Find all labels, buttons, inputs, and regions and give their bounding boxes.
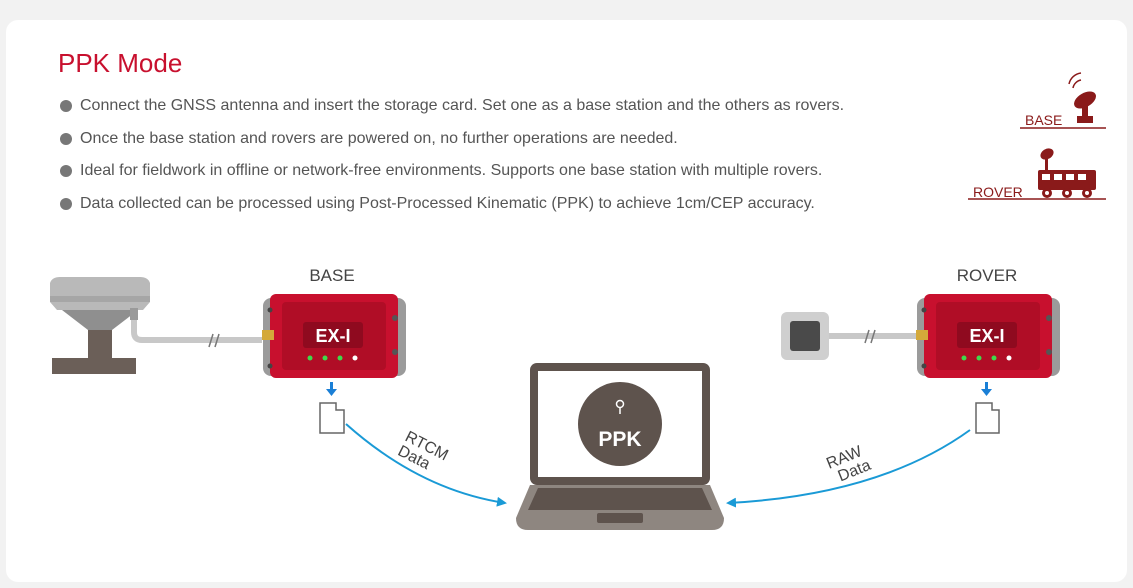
base-device-icon: EX-I: [262, 294, 406, 378]
base-label: BASE: [309, 266, 354, 285]
legend-rover-label: ROVER: [973, 184, 1023, 200]
legend-base-icon: BASE: [1020, 72, 1106, 129]
bullet-text: Connect the GNSS antenna and insert the …: [80, 97, 845, 114]
bullet-item: Data collected can be processed using Po…: [60, 192, 844, 225]
laptop-icon: PPK: [516, 363, 724, 530]
raw-data-arrow: [726, 429, 971, 508]
bullet-text: Data collected can be processed using Po…: [80, 195, 815, 213]
legend-base-label: BASE: [1025, 112, 1062, 128]
bullet-dot-icon: [60, 132, 72, 145]
rover-sd-card-icon: [975, 402, 1000, 434]
rover-label: ROVER: [957, 266, 1017, 285]
base-device-name: EX-I: [315, 326, 350, 346]
rtcm-data-arrow: [345, 423, 507, 507]
bullet-item: Once the base station and rovers are pow…: [60, 127, 844, 160]
page-title: PPK Mode: [58, 48, 183, 78]
base-down-arrow-icon: [326, 382, 337, 396]
ppk-center-label: PPK: [598, 428, 641, 451]
rover-down-arrow-icon: [981, 382, 992, 396]
bullet-dot-icon: [60, 198, 72, 211]
rover-device-icon: EX-I: [916, 294, 1060, 378]
bullet-item: Connect the GNSS antenna and insert the …: [60, 94, 844, 127]
bullet-dot-icon: [60, 100, 72, 112]
rover-device-name: EX-I: [969, 326, 1004, 346]
legend-rover-icon: ROVER: [968, 148, 1106, 200]
gnss-antenna-icon: [50, 277, 150, 374]
bullet-text: Once the base station and rovers are pow…: [80, 129, 678, 147]
rover-antenna-icon: [781, 312, 829, 360]
bullet-text: Ideal for fieldwork in offline or networ…: [80, 162, 823, 180]
base-sd-card-icon: [319, 402, 345, 434]
bullet-item: Ideal for fieldwork in offline or networ…: [60, 159, 844, 192]
bullet-list: Connect the GNSS antenna and insert the …: [60, 94, 844, 225]
bullet-dot-icon: [60, 165, 72, 178]
